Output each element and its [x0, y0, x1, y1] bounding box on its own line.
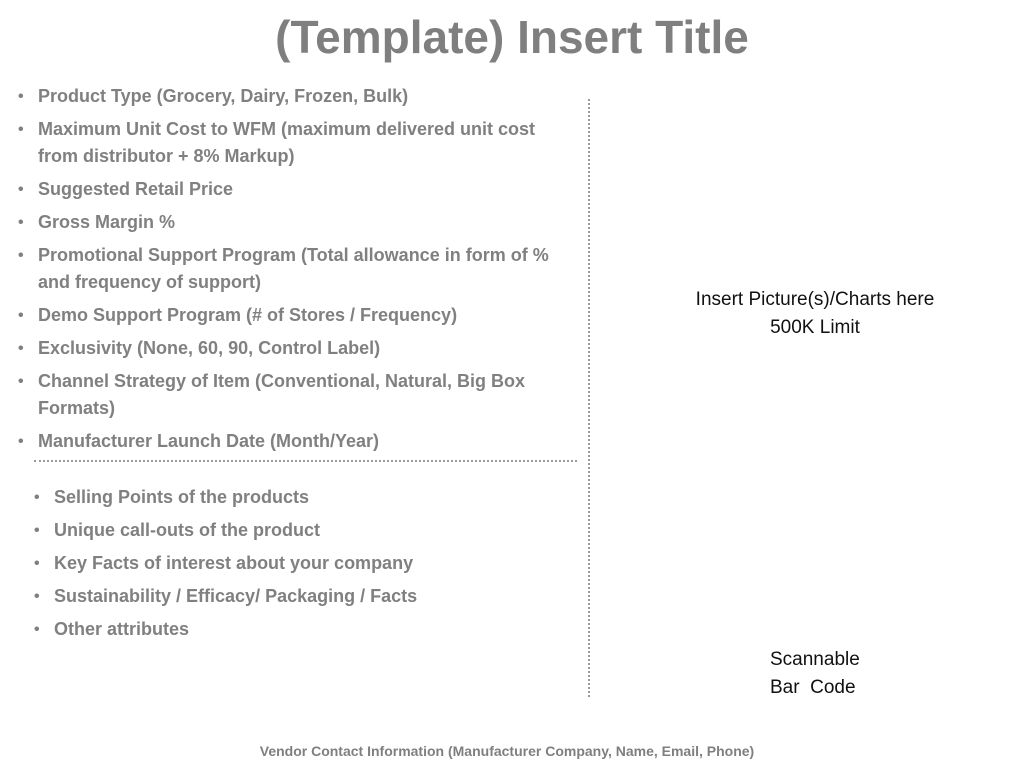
- bullet-sustainability: Sustainability / Efficacy/ Packaging / F…: [34, 583, 554, 610]
- picture-placeholder-line1: Insert Picture(s)/Charts here: [695, 289, 935, 310]
- bullet-unique-callouts: Unique call-outs of the product: [34, 517, 554, 544]
- slide-title: (Template) Insert Title: [275, 11, 749, 63]
- bullet-gross-margin: Gross Margin %: [18, 209, 568, 236]
- bullet-max-unit-cost: Maximum Unit Cost to WFM (maximum delive…: [18, 116, 568, 170]
- barcode-placeholder: Scannable Bar Code: [770, 646, 910, 702]
- vertical-dotted-divider: [588, 99, 590, 697]
- bullet-exclusivity: Exclusivity (None, 60, 90, Control Label…: [18, 335, 568, 362]
- selling-points-list: Selling Points of the products Unique ca…: [34, 484, 554, 649]
- bullet-suggested-retail-price: Suggested Retail Price: [18, 176, 568, 203]
- barcode-placeholder-line1: Scannable: [770, 649, 860, 670]
- bullet-other-attributes: Other attributes: [34, 616, 554, 643]
- bullet-promotional-support: Promotional Support Program (Total allow…: [18, 242, 568, 296]
- picture-placeholder-line2: 500K Limit: [770, 317, 860, 338]
- product-details-list: Product Type (Grocery, Dairy, Frozen, Bu…: [18, 83, 568, 461]
- bullet-key-facts: Key Facts of interest about your company: [34, 550, 554, 577]
- vendor-contact-footer: Vendor Contact Information (Manufacturer…: [259, 743, 755, 759]
- picture-placeholder: Insert Picture(s)/Charts here 500K Limit: [660, 286, 970, 342]
- horizontal-dotted-divider: [34, 460, 577, 462]
- barcode-placeholder-line2: Bar Code: [770, 677, 856, 698]
- bullet-selling-points: Selling Points of the products: [34, 484, 554, 511]
- bullet-demo-support: Demo Support Program (# of Stores / Freq…: [18, 302, 568, 329]
- bullet-launch-date: Manufacturer Launch Date (Month/Year): [18, 428, 568, 455]
- bullet-channel-strategy: Channel Strategy of Item (Conventional, …: [18, 368, 568, 422]
- bullet-product-type: Product Type (Grocery, Dairy, Frozen, Bu…: [18, 83, 568, 110]
